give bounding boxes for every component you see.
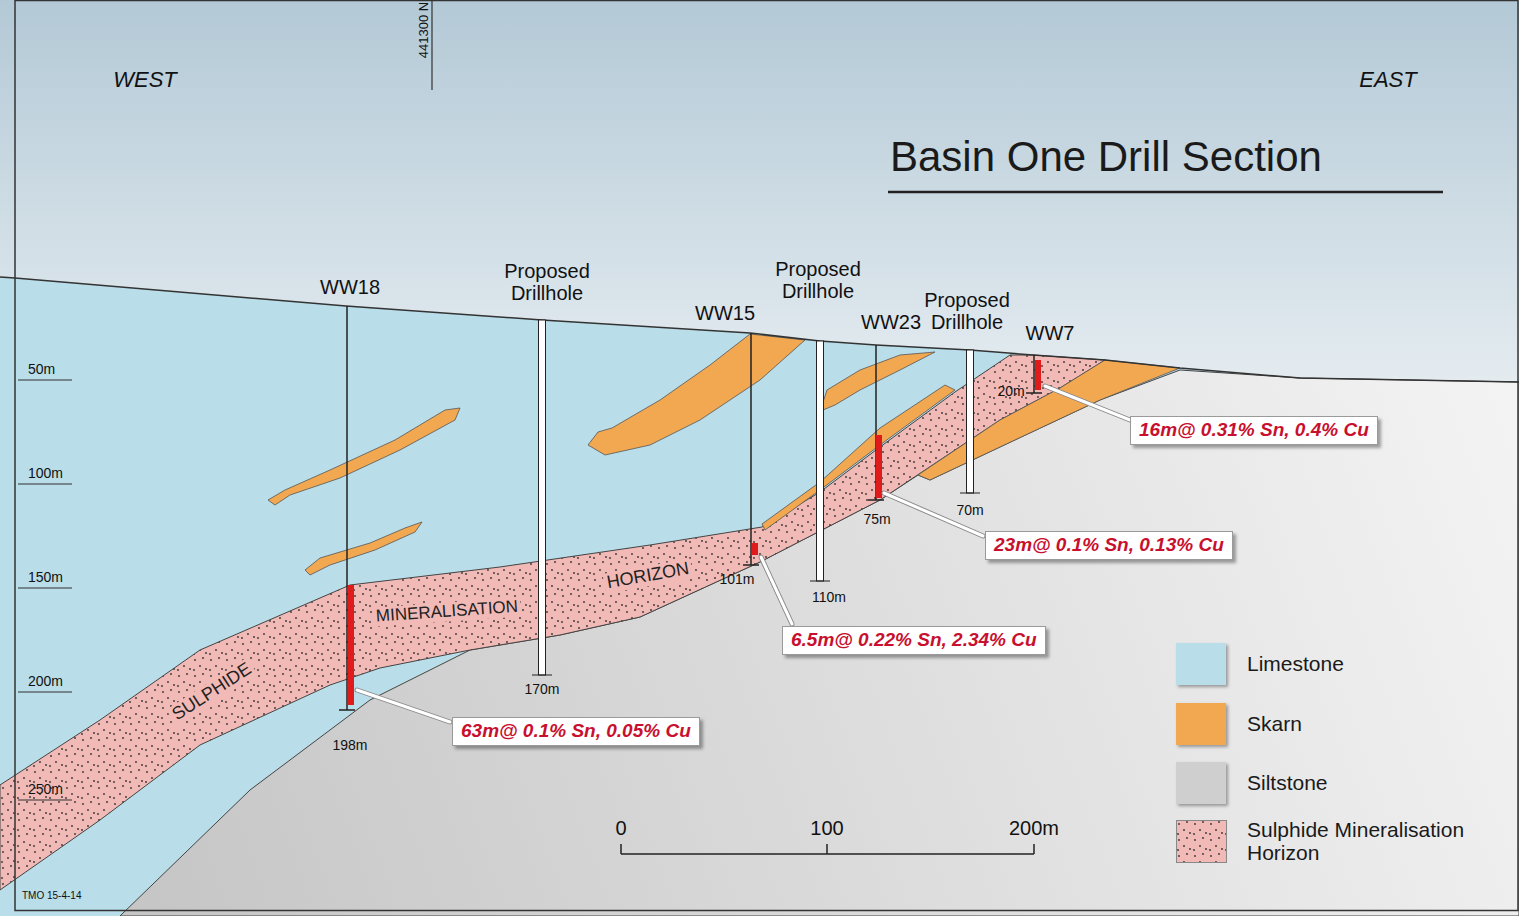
depth-label: 50m <box>28 362 55 377</box>
skarn-lens <box>305 522 422 575</box>
scale-label: 0 <box>615 817 626 839</box>
legend-text: Sulphide Mineralisation Horizon <box>1247 818 1509 864</box>
hole-end <box>532 675 552 676</box>
assay-callout: 63m@ 0.1% Sn, 0.05% Cu <box>452 717 700 746</box>
diagram-title: Basin One Drill Section <box>890 134 1322 180</box>
compass-label: WEST <box>113 68 177 92</box>
legend-text: Siltstone <box>1247 771 1328 794</box>
depth-label: 150m <box>28 570 63 585</box>
assay-callout: 23m@ 0.1% Sn, 0.13% Cu <box>985 531 1233 560</box>
assay-text: 23m@ 0.1% Sn, 0.13% Cu <box>994 535 1224 556</box>
scale-tick <box>826 844 828 854</box>
depth-tick <box>18 691 72 692</box>
hole-end <box>810 581 830 582</box>
scale-tick <box>620 844 622 854</box>
scale-label: 100 <box>810 817 843 839</box>
legend-swatch <box>1176 762 1226 804</box>
leader-line <box>761 557 792 624</box>
drillhole-name: WW18 <box>320 276 380 298</box>
hole-depth: 170m <box>524 682 559 697</box>
scale-label: 200m <box>1009 817 1059 839</box>
leader-shadow <box>1045 386 1130 420</box>
drillhole-name: WW15 <box>695 302 755 324</box>
ground-surface <box>0 277 1519 382</box>
drillholes <box>339 306 1042 710</box>
hole-end <box>743 564 759 566</box>
proposed-label: Proposed Drillhole <box>912 289 1022 333</box>
depth-tick <box>18 799 72 800</box>
hole-end <box>339 709 355 711</box>
legend-text: Limestone <box>1247 652 1344 675</box>
drillhole-name: WW7 <box>1026 322 1075 344</box>
compass-label: EAST <box>1359 68 1416 92</box>
scale-tick <box>1033 844 1035 854</box>
leader-shadow <box>761 557 792 624</box>
leader-shadow <box>884 493 983 536</box>
intercept <box>876 435 882 498</box>
hole-depth: 110m <box>812 590 846 605</box>
leader-shadow <box>357 690 450 722</box>
drillhole-name: WW23 <box>861 311 921 333</box>
title-underline <box>888 191 1443 194</box>
assay-callout: 6.5m@ 0.22% Sn, 2.34% Cu <box>782 626 1046 655</box>
legend-swatch <box>1176 703 1226 745</box>
depth-label: 200m <box>28 674 63 689</box>
proposed-drillhole <box>817 341 824 581</box>
depth-label: 250m <box>28 782 63 797</box>
scale-bar <box>621 844 1034 854</box>
drillhole <box>346 306 348 710</box>
skarn-lens <box>823 352 935 410</box>
hole-end <box>1026 392 1042 394</box>
intercept <box>1035 360 1041 390</box>
legend-text: Skarn <box>1247 712 1302 735</box>
leader-line <box>884 493 983 536</box>
skarn-lens <box>588 334 805 455</box>
proposed-drillhole <box>539 320 546 675</box>
drillhole <box>1033 355 1035 393</box>
proposed-drillholes <box>532 320 980 675</box>
hole-depth: 70m <box>956 503 983 518</box>
sulphide-horizon <box>0 355 1105 890</box>
leader-line <box>357 690 450 722</box>
intercept <box>348 585 354 705</box>
proposed-label: Proposed Drillhole <box>492 260 602 304</box>
intercept <box>752 543 758 555</box>
assay-callout: 16m@ 0.31% Sn, 0.4% Cu <box>1130 416 1378 445</box>
hole-depth: 75m <box>863 512 890 527</box>
skarn-lens <box>762 385 955 530</box>
limestone <box>0 277 1519 916</box>
northing-label: 441300 N <box>417 2 431 58</box>
hole-depth: 20m <box>997 384 1024 399</box>
skarn-lens <box>268 408 460 505</box>
assay-text: 16m@ 0.31% Sn, 0.4% Cu <box>1139 420 1369 441</box>
depth-ticks <box>18 380 72 800</box>
depth-tick <box>18 587 72 588</box>
legend-pattern <box>1177 821 1227 863</box>
proposed-label: Proposed Drillhole <box>763 258 873 302</box>
depth-tick <box>18 379 72 380</box>
credit-note: TMO 15-4-14 <box>22 890 81 901</box>
leader-line <box>1045 386 1130 420</box>
assay-text: 6.5m@ 0.22% Sn, 2.34% Cu <box>791 630 1037 651</box>
hole-depth: 101m <box>719 572 754 587</box>
legend-swatch <box>1176 643 1226 685</box>
hole-end <box>960 493 980 494</box>
drillhole <box>750 333 752 565</box>
northing-line <box>431 0 432 90</box>
hole-end <box>868 499 884 501</box>
legend-swatch <box>1176 820 1230 866</box>
depth-tick <box>18 483 72 484</box>
frame <box>15 1 1518 911</box>
hole-depth: 198m <box>332 738 367 753</box>
proposed-drillhole <box>967 350 974 493</box>
assay-text: 63m@ 0.1% Sn, 0.05% Cu <box>461 721 691 742</box>
depth-label: 100m <box>28 466 63 481</box>
